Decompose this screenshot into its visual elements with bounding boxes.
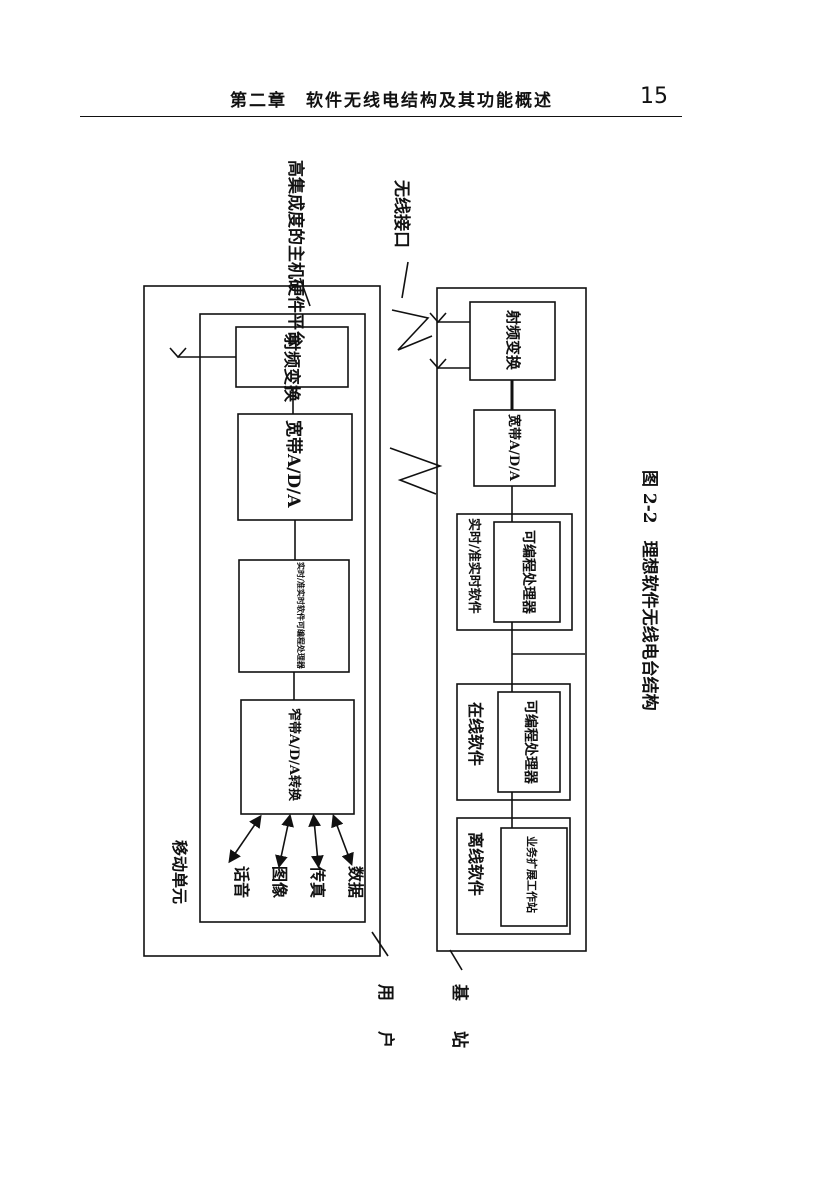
user-outer-box [143, 285, 381, 957]
page-number: 15 [640, 84, 668, 109]
mobile-realtime-processor-box [238, 559, 350, 673]
base-station-outer-box [436, 287, 587, 952]
mobile-unit-label: 移动单元 [170, 840, 189, 904]
mobile-narrowband-ad-label: 窄带A/D/A转换 [286, 708, 302, 802]
mobile-wideband-ad-label: 宽带A/D/A [283, 420, 304, 508]
mobile-unit-box [199, 313, 366, 923]
base-realtime-software-box [456, 513, 573, 631]
signal-label-fax: 传真 [308, 865, 327, 898]
base-realtime-processor-box [493, 521, 561, 623]
base-offline-workstation-box [500, 827, 568, 927]
wireless-interface-label: 无线接口 [391, 179, 412, 248]
user-label: 用户 [375, 984, 396, 1078]
signal-arrow [331, 814, 354, 866]
base-wideband-ad-box [473, 409, 556, 487]
mobile-narrowband-ad-box [240, 699, 355, 815]
base-realtime-software-label: 实时/准实时软件 [466, 518, 482, 614]
base-online-software-box [456, 683, 571, 801]
signal-arrow [308, 813, 324, 869]
high-integration-platform-label: 高集成度的主机硬件平台 [285, 160, 306, 347]
base-rf-label: 射频变换 [504, 309, 522, 371]
base-offline-workstation-label: 业务扩展工作站 [525, 836, 539, 913]
mobile-realtime-processor-label: 实时/准实时软件可编程处理器 [296, 562, 306, 670]
base-offline-software-label: 离线软件 [466, 832, 485, 896]
figure-caption: 图 2-2 理想软件无线电台结构 [639, 470, 660, 711]
signal-arrow [275, 813, 294, 869]
base-online-processor-box [497, 691, 561, 793]
base-station-label: 基站 [449, 983, 470, 1078]
running-header: 第二章 软件无线电结构及其功能概述 15 [80, 80, 682, 117]
mobile-rf-label: 射频变换 [281, 333, 302, 403]
base-online-processor-label: 可编程处理器 [522, 700, 539, 785]
signal-label-image: 图像 [270, 866, 289, 899]
base-wideband-ad-label: 宽带A/D/A [506, 413, 522, 482]
signal-label-voice: 话音 [232, 866, 251, 898]
signal-label-data: 数据 [346, 866, 365, 898]
base-realtime-processor-label: 可编程处理器 [520, 530, 537, 615]
base-online-software-label: 在线软件 [466, 702, 485, 766]
signal-arrow [228, 814, 262, 864]
chapter-title: 第二章 软件无线电结构及其功能概述 [230, 91, 553, 111]
base-offline-software-box [456, 817, 571, 935]
